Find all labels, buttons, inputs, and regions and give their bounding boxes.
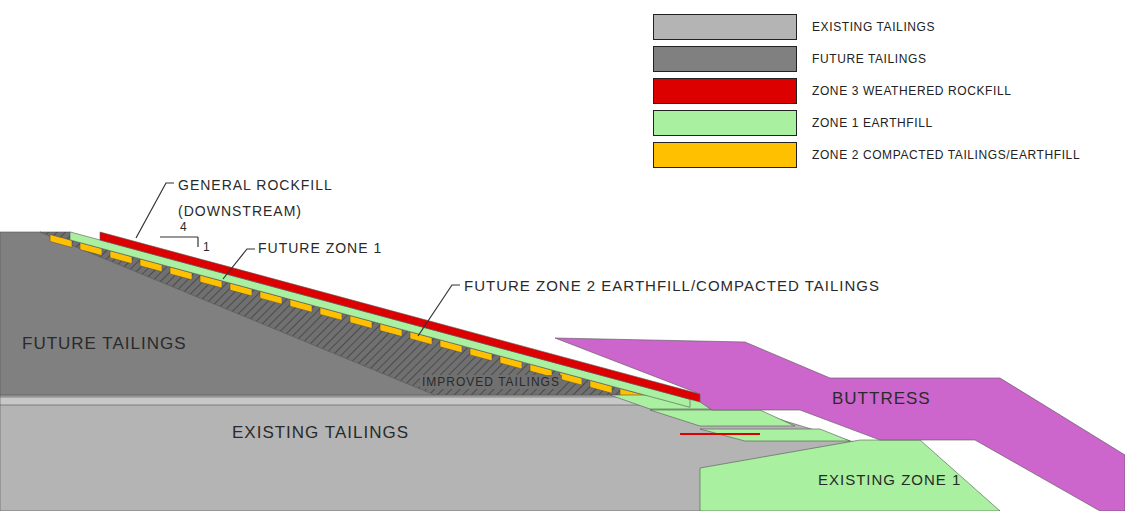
legend-swatch: [653, 46, 797, 72]
leader-line: [223, 249, 255, 279]
future-zone-2-block: [50, 235, 72, 248]
existing-zone-1: [700, 440, 1000, 511]
legend-text: EXISTING TAILINGS: [812, 20, 935, 34]
improved-tailings: [40, 232, 640, 395]
callout-label: FUTURE ZONE 2 EARTHFILL/COMPACTED TAILIN…: [464, 273, 884, 299]
legend-text: ZONE 1 EARTHFILL: [812, 116, 933, 130]
leader-line: [418, 285, 460, 336]
slope-number: 4: [180, 220, 188, 234]
region-label: FUTURE TAILINGS: [22, 334, 187, 354]
buttress: [555, 338, 1125, 511]
future-zone-1: [70, 232, 690, 407]
leader-line: [136, 183, 174, 238]
legend-swatch: [653, 14, 797, 40]
existing-tailings: [0, 397, 690, 405]
region-label: EXISTING TAILINGS: [232, 423, 409, 443]
callout-label: GENERAL ROCKFILL (DOWNSTREAM): [178, 172, 338, 224]
legend-text: FUTURE TAILINGS: [812, 52, 927, 66]
legend-swatch: [653, 142, 797, 168]
legend-text: ZONE 2 COMPACTED TAILINGS/EARTHFILL: [812, 148, 1080, 162]
slope-number: 1: [203, 240, 211, 254]
region-label: BUTTRESS: [832, 389, 931, 409]
slope-symbol: [197, 237, 198, 247]
legend-swatch: [653, 110, 797, 136]
rockfill-line: [680, 433, 760, 435]
legend-text: ZONE 3 WEATHERED ROCKFILL: [812, 84, 1011, 98]
zone-3-rockfill: [100, 232, 700, 402]
slope-symbol: [160, 236, 198, 237]
region-label: EXISTING ZONE 1: [818, 471, 961, 489]
zone-1-earthfill: [650, 410, 795, 426]
callout-label: FUTURE ZONE 1: [258, 240, 382, 257]
region-label: IMPROVED TAILINGS: [420, 375, 562, 389]
legend-swatch: [653, 78, 797, 104]
